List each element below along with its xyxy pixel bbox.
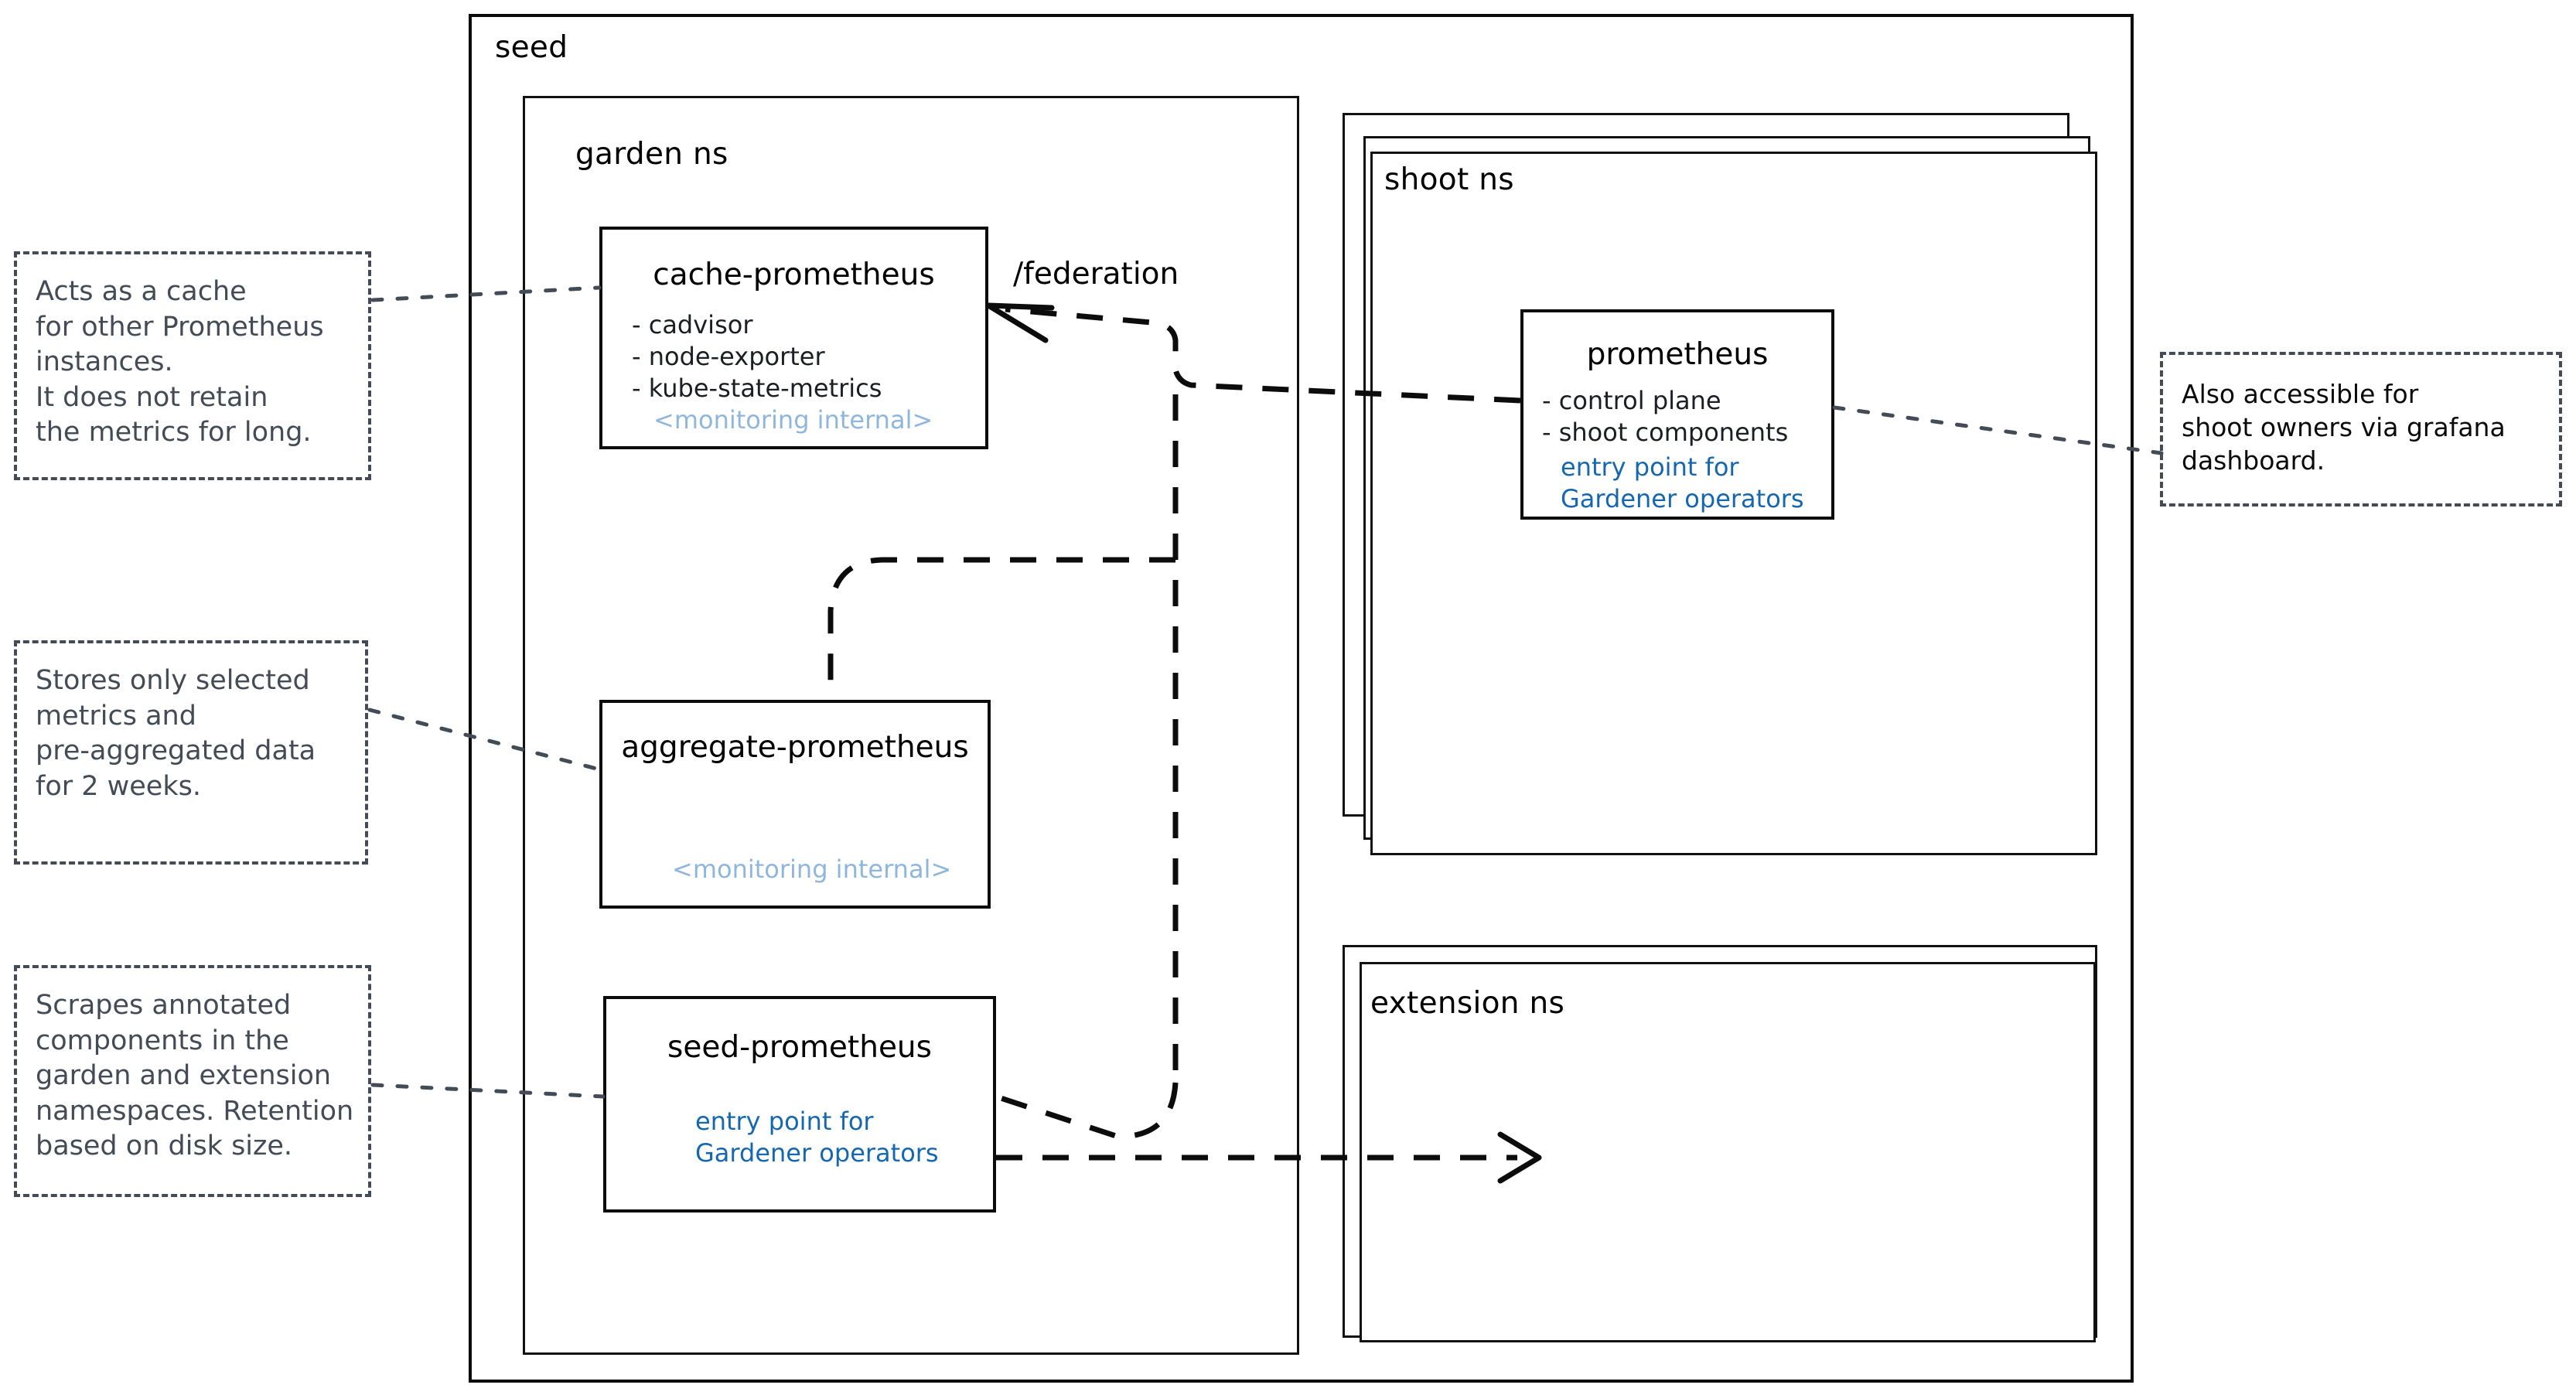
component-shoot-prometheus-bullet-1: - shoot components (1542, 418, 1789, 447)
note-aggregate-prometheus: Stores only selected metrics and pre-agg… (14, 640, 368, 865)
container-garden-ns-label: garden ns (575, 137, 728, 172)
component-seed-prometheus[interactable]: seed-prometheus entry point for Gardener… (603, 996, 996, 1213)
component-cache-prometheus-bullet-2: - kube-state-metrics (632, 373, 882, 403)
component-shoot-prometheus-subtitle-line2: Gardener operators (1561, 484, 1804, 513)
component-cache-prometheus-bullet-0: - cadvisor (632, 310, 753, 339)
container-seed-label: seed (495, 30, 568, 65)
component-aggregate-prometheus[interactable]: aggregate-prometheus <monitoring interna… (599, 700, 991, 909)
component-shoot-prometheus-bullet-0: - control plane (1542, 386, 1721, 415)
component-aggregate-prometheus-subtitle: <monitoring internal> (672, 854, 952, 884)
container-extension-ns-label: extension ns (1370, 986, 1565, 1021)
note-shoot-prometheus-text: Also accessible for shoot owners via gra… (2182, 379, 2506, 476)
note-seed-prometheus-text: Scrapes annotated components in the gard… (36, 990, 354, 1161)
component-shoot-prometheus-title: prometheus (1586, 337, 1769, 372)
edge-label-federation: /federation (1013, 257, 1179, 292)
component-cache-prometheus-bullet-1: - node-exporter (632, 342, 825, 371)
note-aggregate-prometheus-text: Stores only selected metrics and pre-agg… (36, 665, 316, 802)
component-seed-prometheus-subtitle-line1: entry point for (695, 1107, 874, 1136)
component-cache-prometheus[interactable]: cache-prometheus - cadvisor - node-expor… (599, 227, 988, 449)
note-seed-prometheus: Scrapes annotated components in the gard… (14, 965, 371, 1197)
component-cache-prometheus-title: cache-prometheus (653, 258, 935, 292)
container-shoot-ns-label: shoot ns (1384, 162, 1514, 197)
component-shoot-prometheus-subtitle-line1: entry point for (1561, 452, 1739, 482)
component-seed-prometheus-title: seed-prometheus (667, 1030, 932, 1065)
container-extension-ns (1360, 962, 2096, 1342)
note-cache-prometheus-text: Acts as a cache for other Prometheus ins… (36, 276, 324, 448)
note-shoot-prometheus: Also accessible for shoot owners via gra… (2160, 352, 2562, 506)
component-seed-prometheus-subtitle-line2: Gardener operators (695, 1138, 939, 1168)
component-cache-prometheus-subtitle: <monitoring internal> (653, 405, 933, 435)
component-shoot-prometheus[interactable]: prometheus - control plane - shoot compo… (1520, 309, 1834, 520)
note-cache-prometheus: Acts as a cache for other Prometheus ins… (14, 251, 371, 480)
component-aggregate-prometheus-title: aggregate-prometheus (621, 730, 969, 765)
